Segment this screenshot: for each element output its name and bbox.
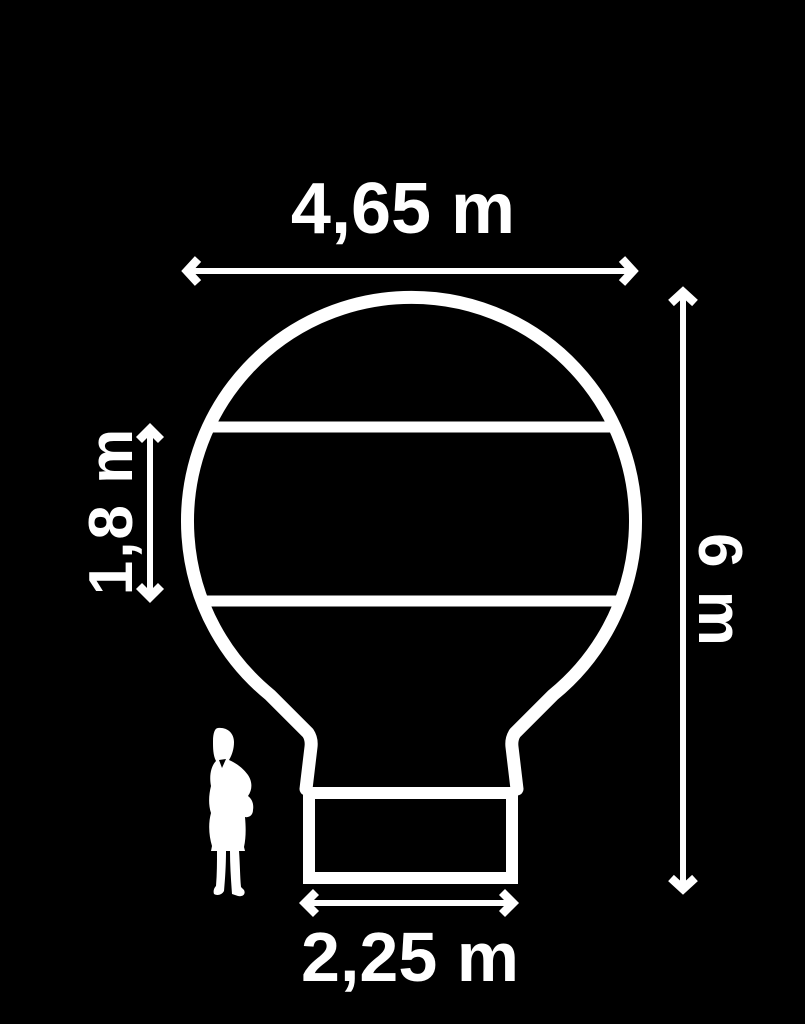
dim-arrow-right-height	[668, 286, 698, 895]
dim-arrow-left-band	[135, 422, 165, 604]
dim-label-basket: 2,25 m	[301, 918, 519, 996]
dim-label-width: 4,65 m	[290, 169, 516, 249]
dim-arrow-bottom-basket	[298, 888, 520, 918]
person-collar-notch	[219, 759, 226, 768]
dim-arrow-top-width	[181, 256, 639, 286]
person-left-leg	[213, 851, 226, 895]
person-right-leg	[230, 851, 245, 897]
dim-label-band: 1,8 m	[77, 426, 146, 596]
balloon-basket	[303, 787, 518, 884]
person-silhouette	[209, 727, 254, 851]
balloon-envelope-outline	[181, 290, 642, 796]
dim-label-height: 6 m	[685, 533, 754, 649]
